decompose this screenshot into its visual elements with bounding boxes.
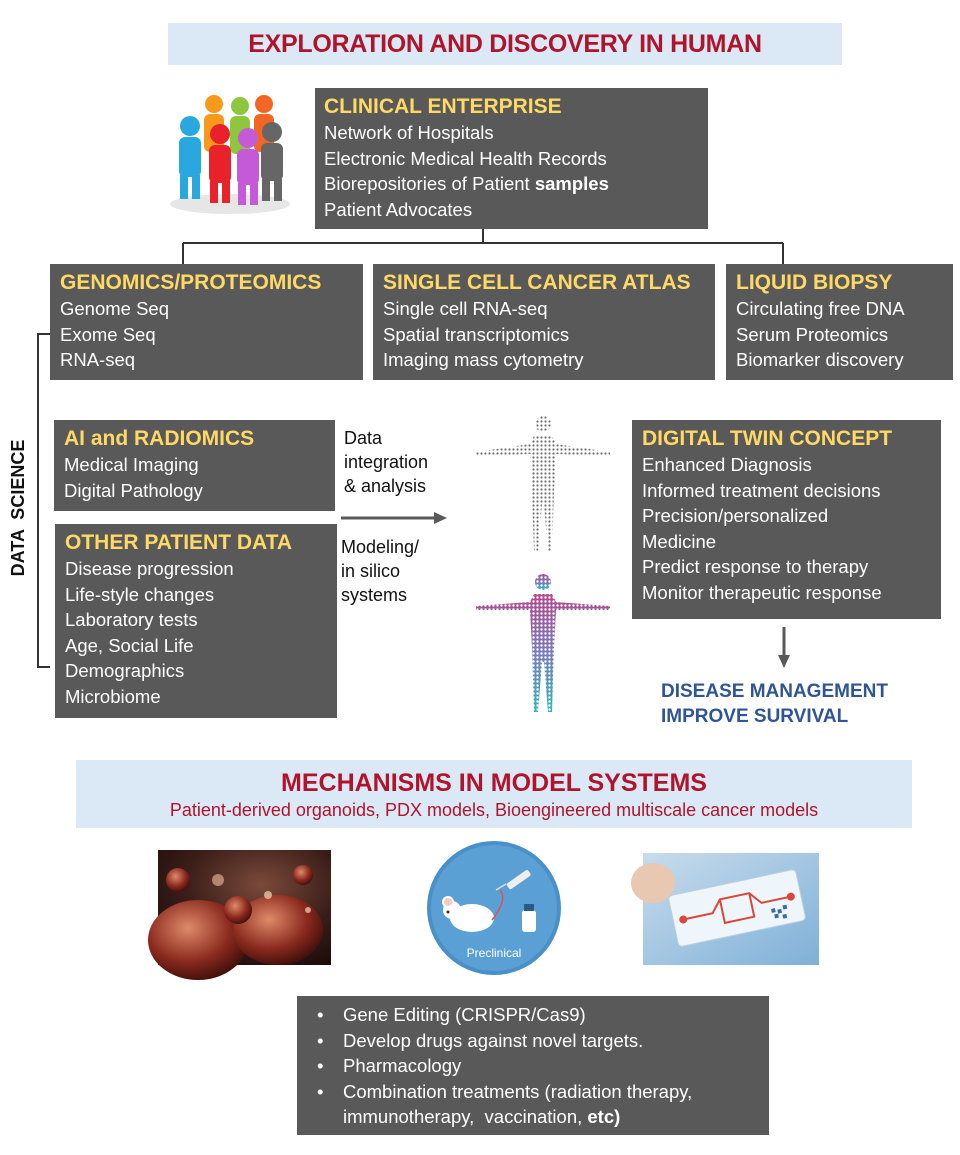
other-line: Demographics (65, 660, 185, 681)
outcome-line: DISEASE MANAGEMENT (661, 681, 888, 702)
mechanisms-box: Gene Editing (CRISPR/Cas9) Develop drugs… (297, 996, 769, 1135)
genomics-box: GENOMICS/PROTEOMICS Genome Seq Exome Seq… (50, 264, 363, 380)
mouse-icon (442, 889, 504, 932)
twin-line: Medicine (642, 530, 717, 552)
digital-twin-heading: DIGITAL TWIN CONCEPT (642, 427, 893, 450)
modeling-line: Modeling/ (341, 537, 420, 557)
preclinical-image: Preclinical (427, 841, 561, 975)
other-heading: OTHER PATIENT DATA (65, 531, 293, 554)
genomics-line: RNA-seq (60, 349, 136, 370)
single-cell-line: Single cell RNA-seq (383, 298, 548, 319)
clinical-line: Biorepositories of Patient samples (324, 171, 699, 197)
other-line: Microbiome (65, 685, 161, 707)
genomics-heading: GENOMICS/PROTEOMICS (60, 271, 322, 294)
mechanism-item: Pharmacology (305, 1053, 761, 1079)
modeling-line: in silico (341, 561, 401, 581)
liquid-biopsy-line: Biomarker discovery (736, 349, 904, 370)
genomics-line: Genome Seq (60, 298, 170, 319)
other-patient-data-box: OTHER PATIENT DATA Disease progression L… (55, 524, 337, 718)
people-group-illustration (170, 95, 290, 214)
twin-line: Precision/personalized (642, 505, 829, 526)
clinical-line: Patient Advocates (324, 198, 473, 220)
syringe-icon (495, 870, 531, 891)
genomics-line: Exome Seq (60, 323, 156, 345)
vial-icon (522, 904, 536, 932)
clinical-line: Network of Hospitals (324, 122, 494, 143)
other-line: Disease progression (65, 558, 234, 579)
integration-line: integration (344, 452, 429, 472)
human-figure-color (476, 574, 610, 712)
liquid-biopsy-box: LIQUID BIOPSY Circulating free DNA Serum… (726, 264, 953, 380)
integration-text: Data integration & analysis (344, 426, 428, 498)
bottom-banner-subtitle: Patient-derived organoids, PDX models, B… (169, 800, 819, 820)
digital-human-figures (476, 416, 610, 712)
other-line: Life-style changes (65, 583, 215, 605)
modeling-line: systems (341, 585, 408, 605)
mechanisms-list: Gene Editing (CRISPR/Cas9) Develop drugs… (305, 1002, 761, 1130)
integration-line: & analysis (344, 476, 427, 496)
mechanism-item: Develop drugs against novel targets. (305, 1028, 761, 1054)
twin-line: Predict response to therapy (642, 556, 869, 577)
single-cell-heading: SINGLE CELL CANCER ATLAS (383, 271, 691, 294)
ai-line: Digital Pathology (64, 479, 203, 501)
top-banner: EXPLORATION AND DISCOVERY IN HUMAN (168, 23, 842, 65)
clinical-line: Electronic Medical Health Records (324, 147, 607, 169)
bottom-banner: MECHANISMS IN MODEL SYSTEMS Patient-deri… (76, 760, 912, 828)
person-figure-front (179, 116, 283, 205)
ai-radiomics-box: AI and RADIOMICS Medical Imaging Digital… (54, 420, 335, 511)
top-banner-title: EXPLORATION AND DISCOVERY IN HUMAN (248, 30, 762, 58)
integration-line: Data (344, 428, 383, 448)
ai-heading: AI and RADIOMICS (64, 427, 255, 450)
clinical-enterprise-box: CLINICAL ENTERPRISE Network of Hospitals… (315, 88, 708, 229)
data-science-text: DATA SCIENCE (8, 439, 28, 577)
ai-line: Medical Imaging (64, 454, 199, 475)
other-line: Laboratory tests (65, 609, 198, 630)
liquid-biopsy-heading: LIQUID BIOPSY (736, 271, 893, 294)
twin-line: Informed treatment decisions (642, 479, 881, 501)
organoid-image (148, 850, 331, 980)
mechanism-item: Gene Editing (CRISPR/Cas9) (305, 1002, 761, 1028)
mechanism-item-text: Combination treatments (radiation therap… (343, 1080, 693, 1102)
twin-line: Enhanced Diagnosis (642, 454, 812, 475)
modeling-text: Modeling/ in silico systems (341, 535, 419, 607)
clinical-line-bold: samples (534, 173, 609, 194)
mechanism-item: Combination treatments (radiation therap… (305, 1079, 761, 1130)
mechanism-item-bold: etc) (587, 1106, 621, 1127)
digital-twin-box: DIGITAL TWIN CONCEPT Enhanced Diagnosis … (632, 420, 941, 619)
liquid-biopsy-line: Circulating free DNA (736, 298, 905, 319)
other-line: Age, Social Life (65, 634, 194, 656)
single-cell-line: Imaging mass cytometry (383, 349, 584, 370)
single-cell-atlas-box: SINGLE CELL CANCER ATLAS Single cell RNA… (373, 264, 715, 380)
preclinical-label: Preclinical (467, 946, 522, 960)
outcome-text: DISEASE MANAGEMENT IMPROVE SURVIVAL (661, 679, 888, 729)
clinical-enterprise-heading: CLINICAL ENTERPRISE (324, 95, 562, 118)
mechanism-item-continued: immunotherapy, vaccination, (343, 1106, 588, 1127)
clinical-line-prefix: Biorepositories of Patient (324, 173, 535, 194)
outcome-line: IMPROVE SURVIVAL (661, 706, 849, 727)
twin-line: Monitor therapeutic response (642, 581, 882, 603)
organ-chip-image (631, 853, 819, 965)
liquid-biopsy-line: Serum Proteomics (736, 323, 889, 345)
human-figure-gray (476, 416, 610, 552)
bottom-banner-title: MECHANISMS IN MODEL SYSTEMS (281, 769, 707, 797)
single-cell-line: Spatial transcriptomics (383, 323, 570, 345)
